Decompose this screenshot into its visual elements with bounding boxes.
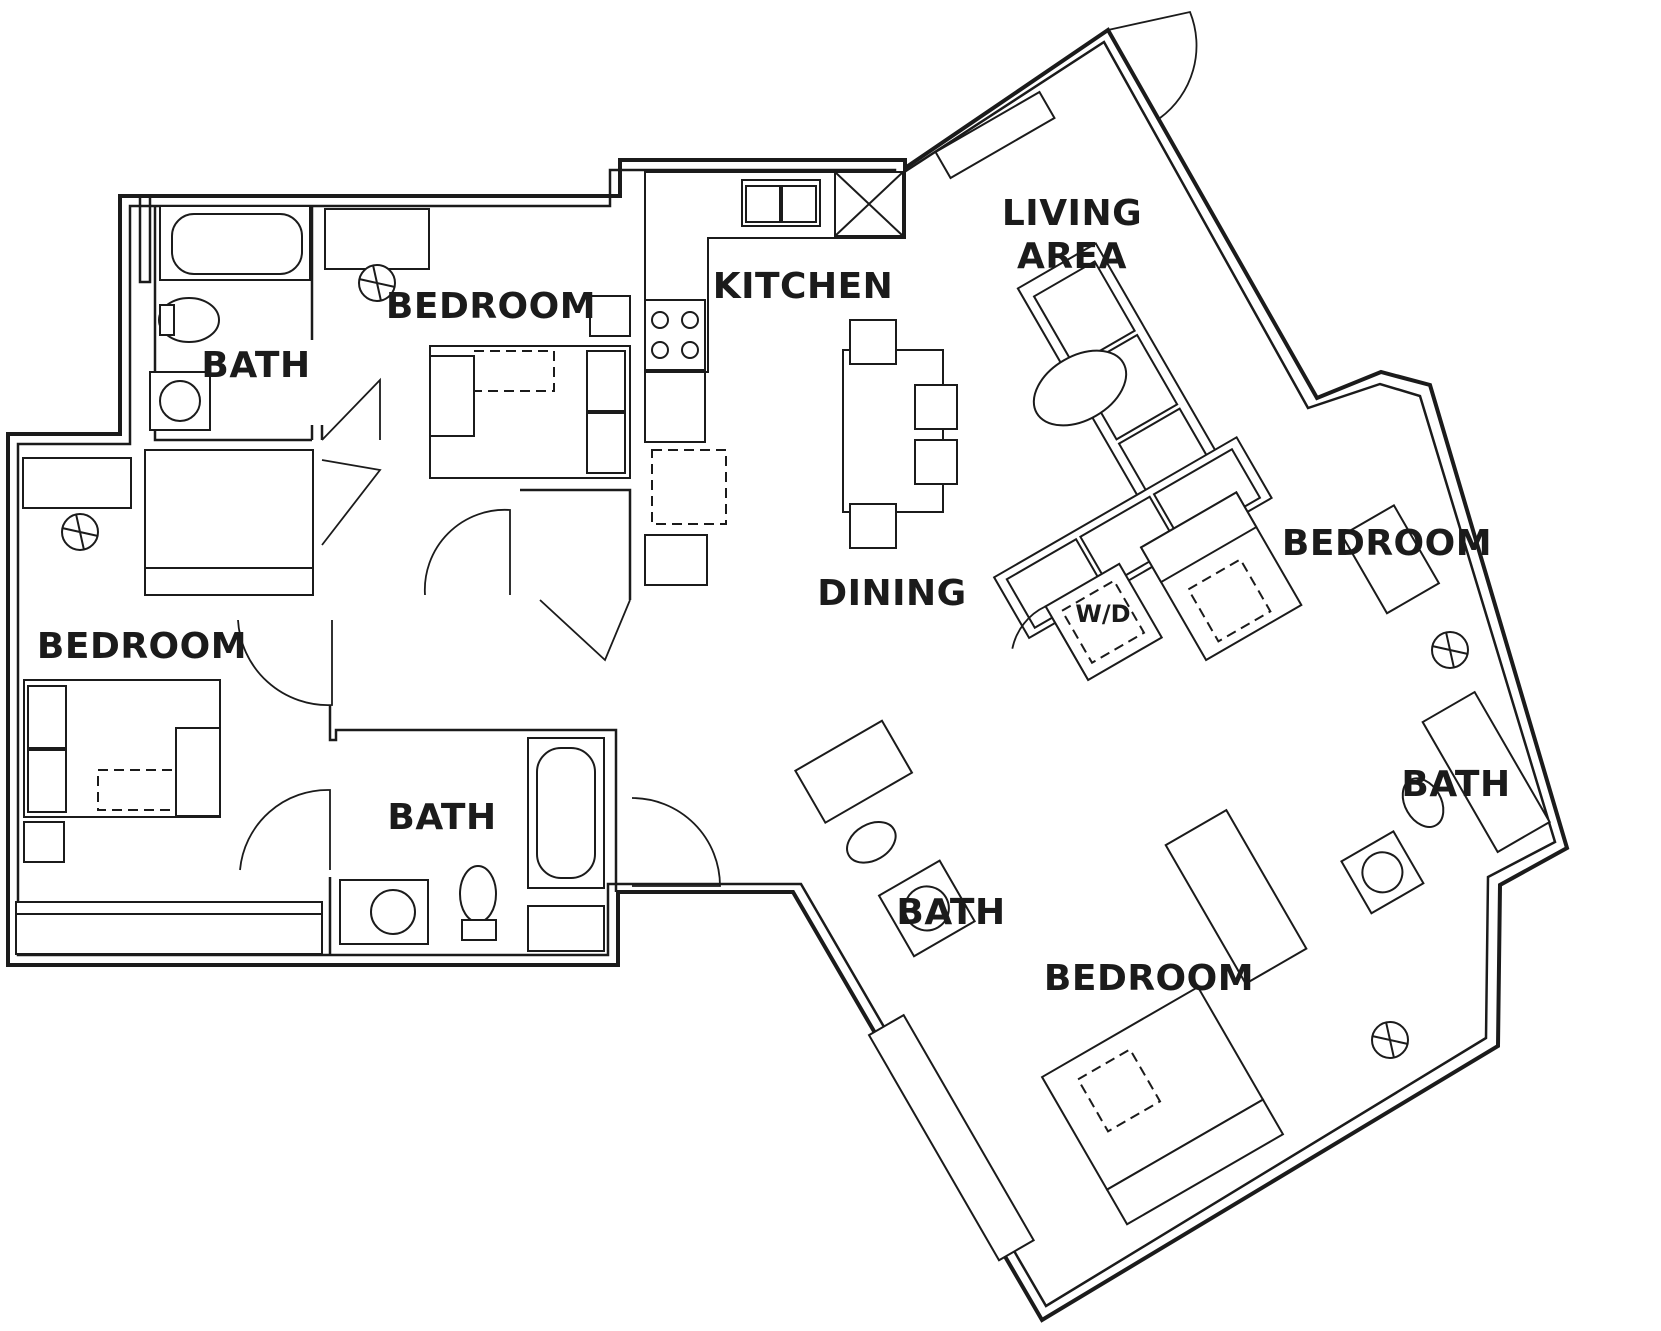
chair <box>1371 1021 1409 1059</box>
room-label-bedroom-bottom: BEDROOM <box>1044 958 1254 999</box>
room-label-kitchen: KITCHEN <box>713 266 894 307</box>
room-label-living-area: AREA <box>1017 236 1127 277</box>
right-rooms <box>1139 491 1552 1059</box>
chair <box>358 264 396 302</box>
room-label-bedroom-right: BEDROOM <box>1282 523 1492 564</box>
room-label-bath-center: BATH <box>896 892 1005 933</box>
desk <box>324 208 430 270</box>
room-label-dining: DINING <box>817 573 966 614</box>
kitchen-living <box>520 10 1273 662</box>
bathtub <box>527 737 605 889</box>
sofa <box>992 435 1273 640</box>
room-labels: LIVING AREA KITCHEN DINING BEDROOM BATH … <box>37 193 1510 999</box>
toilet <box>846 821 897 864</box>
room-label-bath-top: BATH <box>201 345 310 386</box>
bathtub <box>793 719 914 825</box>
room-label-washer-dryer: W/D <box>1075 600 1130 628</box>
cooktop <box>644 299 706 371</box>
room-label-bedroom-left: BEDROOM <box>37 626 247 667</box>
walls <box>6 27 1570 1323</box>
washer-dryer-closet <box>1011 562 1164 682</box>
dining-table <box>842 349 944 513</box>
room-label-bath-bottom-left: BATH <box>387 797 496 838</box>
coffee-table <box>1032 349 1128 427</box>
room-label-bedroom-top: BEDROOM <box>386 286 596 327</box>
left-rooms <box>15 457 721 955</box>
toilet <box>459 865 497 923</box>
room-label-living: LIVING <box>1002 193 1142 234</box>
chair <box>1431 631 1469 669</box>
desk <box>22 457 132 509</box>
center-bottom-rooms <box>793 719 1285 1262</box>
top-left-rooms <box>138 194 631 596</box>
bathtub <box>159 205 311 281</box>
room-label-bath-right: BATH <box>1401 764 1510 805</box>
bathtub <box>1421 690 1552 854</box>
chair <box>61 513 99 551</box>
toilet <box>1401 777 1445 828</box>
